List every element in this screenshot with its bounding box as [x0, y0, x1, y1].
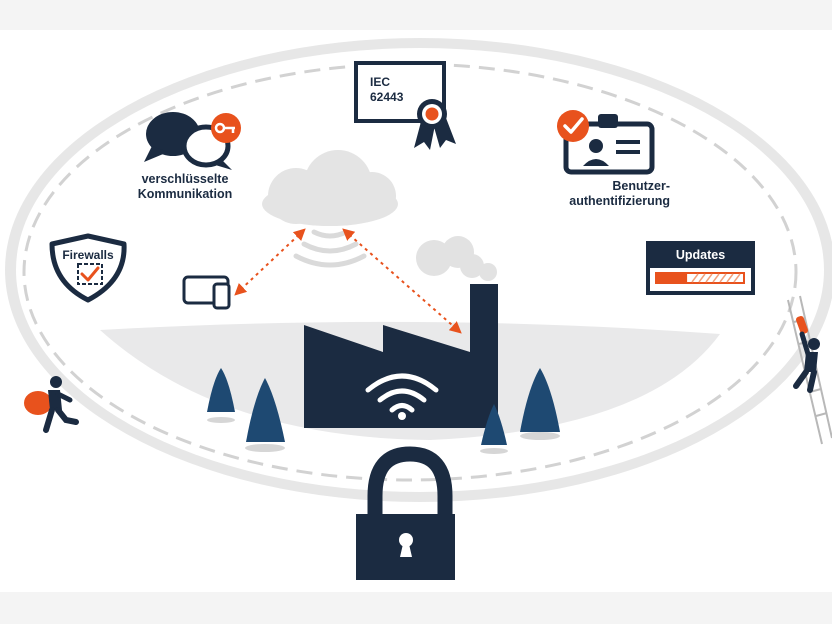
padlock-icon — [356, 446, 455, 580]
updates-label: Updates — [675, 248, 726, 262]
shield-check-icon — [49, 233, 127, 303]
factory-icon — [304, 284, 498, 428]
firewall-label: Firewalls — [62, 248, 114, 262]
factory-wifi-dot — [398, 412, 406, 420]
secure-comm-label-line2: Kommunikation — [137, 187, 233, 201]
bottom-band — [0, 592, 832, 624]
factory-cloud-link — [342, 228, 462, 334]
secure-comm-label-line1: verschlüsselte — [141, 172, 229, 186]
thief-with-bag-icon — [24, 376, 79, 433]
tree-icon — [245, 378, 285, 452]
updates-progress-stripes — [691, 273, 741, 283]
ladder-climber-icon — [787, 295, 832, 445]
tree-icon — [480, 404, 508, 454]
user-auth-label-line1: Benutzer- — [612, 179, 670, 193]
user-auth-label-line2: authentifizierung — [569, 194, 670, 208]
id-badge-check-icon — [557, 110, 655, 175]
tablet-phone-icon — [182, 275, 231, 310]
progress-window-icon — [646, 241, 755, 295]
device-cloud-link — [234, 228, 306, 296]
smoke-icon — [416, 236, 497, 281]
updates-progress-fill — [657, 274, 688, 282]
certificate-label-line1: IEC — [370, 75, 391, 89]
secure-comm-label: verschlüsselte Kommunikation — [120, 172, 250, 202]
certificate-icon — [354, 61, 456, 150]
top-band — [0, 0, 832, 30]
factory-wifi-icon — [365, 373, 439, 413]
tree-icon — [207, 368, 235, 423]
certificate-label: IEC 62443 — [370, 75, 430, 105]
certificate-label-line2: 62443 — [370, 90, 404, 104]
cloud-icon — [262, 150, 398, 226]
user-auth-label: Benutzer- authentifizierung — [550, 179, 670, 209]
chat-bubbles-key-icon — [144, 112, 241, 170]
tree-icon — [520, 368, 560, 440]
